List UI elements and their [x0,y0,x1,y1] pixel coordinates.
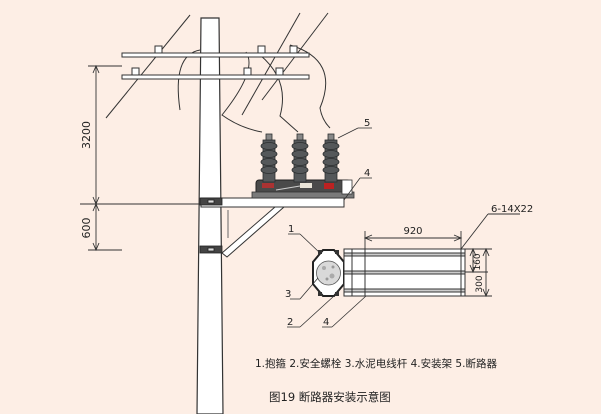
height-upper-label: 3200 [80,121,93,149]
callout-4-plan: 4 [323,317,329,328]
legend-text: 1.抱箍 2.安全螺栓 3.水泥电线杆 4.安装架 5.断路器 [255,357,497,370]
height-dimension [80,64,200,252]
plan-callout-lines [287,233,367,328]
bolt-spec-label: 6-14X22 [491,204,533,215]
callout-4-side: 4 [364,168,370,179]
pole-clamps [199,197,223,254]
bolt-spacing-label: 160 [473,253,483,270]
side-callout-lines [337,127,372,201]
circuit-breaker [251,179,355,199]
overhead-wires [105,12,331,133]
upper-crossarm [121,45,310,58]
pole-section-plan [312,249,345,297]
callout-5: 5 [364,118,370,129]
concrete-pole [196,17,224,414]
callout-3: 3 [285,289,291,300]
breaker-side-box [341,179,353,195]
frame-length-label: 920 [403,226,422,237]
callout-1: 1 [288,224,294,235]
plan-dimensions [363,213,520,298]
figure-caption: 图19 断路器安装示意图 [269,390,391,404]
lower-crossarm [121,67,310,80]
breaker-insulators [260,133,340,183]
height-lower-label: 600 [80,218,93,239]
mounting-bracket-side [200,197,345,258]
frame-height-label: 300 [475,275,485,292]
callout-2: 2 [287,317,293,328]
mounting-frame-plan [343,248,466,297]
